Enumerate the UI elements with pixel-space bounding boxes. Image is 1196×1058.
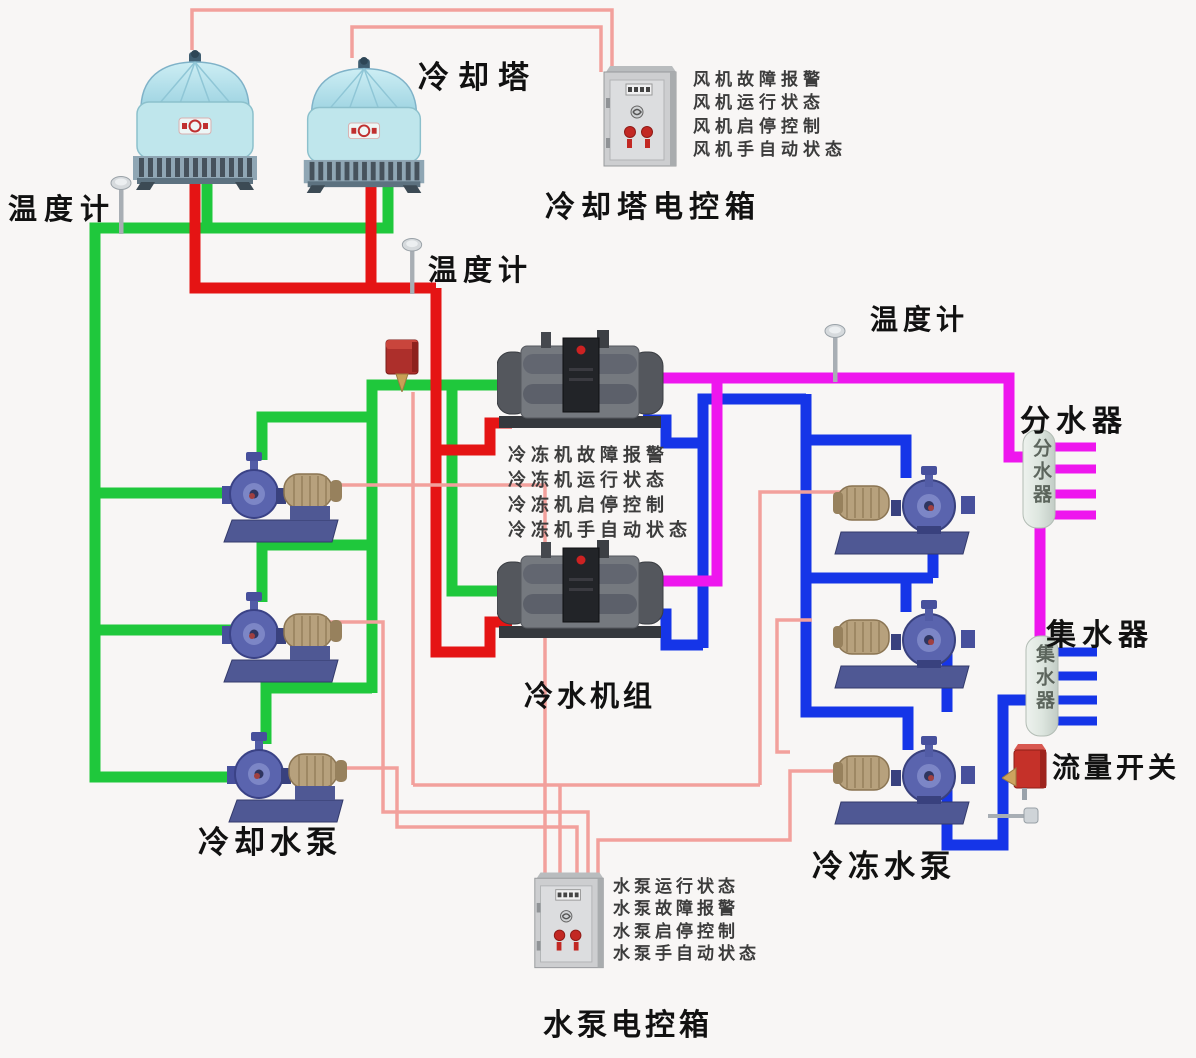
cooling-pump-label: 冷却水泵 — [198, 825, 342, 860]
chiller-signal-list: 冷冻机故障报警 冷冻机运行状态 冷冻机启停控制 冷冻机手自动状态 — [508, 443, 692, 543]
chiller-1 — [497, 330, 664, 429]
chilled-water-pump-2 — [833, 600, 975, 689]
cooling-tower-2 — [302, 55, 426, 194]
distributor-vessel-text: 分水器 — [1030, 438, 1051, 507]
cooling-water-pump-1 — [222, 452, 343, 543]
chilled-pump-label: 冷冻水泵 — [812, 849, 956, 884]
chiller-line: 冷冻机启停控制 — [508, 495, 669, 515]
tower-control-box-label: 冷却塔电控箱 — [545, 191, 761, 224]
thermometer-label-right: 温度计 — [870, 304, 970, 335]
thermometer-label-mid: 温度计 — [428, 255, 534, 287]
pump-box-line: 水泵手自动状态 — [613, 943, 760, 963]
cooling-water-pump-2 — [222, 592, 343, 683]
cooling-tower-control-box — [603, 66, 677, 167]
control-wires-pink — [190, 8, 848, 874]
cooling-tower-1 — [132, 49, 258, 190]
collector-outlet-stubs — [1055, 647, 1097, 726]
pump-control-box — [534, 871, 605, 969]
thermometer-label-left: 温度计 — [8, 194, 117, 226]
water-collector-vessel — [1025, 635, 1059, 737]
cooling-tower-label: 冷却塔 — [418, 60, 538, 95]
pipe-sensor-icon — [988, 807, 1039, 824]
cooling-water-pump-3 — [227, 732, 348, 823]
chilled-water-pump-1 — [833, 466, 975, 555]
tower-box-signal-list: 风机故障报警 风机运行状态 风机启停控制 风机手自动状态 — [693, 68, 847, 161]
pump-box-signal-list: 水泵运行状态 水泵故障报警 水泵启停控制 水泵手自动状态 — [613, 876, 760, 965]
flow-switch-label: 流量开关 — [1052, 752, 1181, 783]
chiller-unit-label: 冷水机组 — [524, 681, 657, 713]
tower-box-line: 风机故障报警 — [693, 70, 825, 89]
collector-label: 集水器 — [1046, 619, 1154, 652]
tower-box-line: 风机运行状态 — [693, 93, 825, 113]
chiller-line: 冷冻机手自动状态 — [508, 520, 692, 540]
flow-switch-device — [1002, 744, 1047, 801]
chilled-water-pipes-blue — [643, 393, 1030, 851]
pump-box-line: 水泵故障报警 — [613, 899, 739, 919]
pump-control-box-label: 水泵电控箱 — [543, 1009, 713, 1042]
cooling-supply-pipes-green — [89, 182, 508, 783]
tower-box-line: 风机启停控制 — [693, 116, 825, 136]
cooling-return-pipes-red — [189, 168, 512, 658]
pump-box-line: 水泵运行状态 — [613, 877, 739, 896]
pump-box-line: 水泵启停控制 — [613, 921, 739, 941]
water-distributor-vessel — [1022, 429, 1056, 529]
chiller-2 — [497, 540, 664, 639]
chiller-line: 冷冻机故障报警 — [508, 445, 669, 465]
collector-vessel-text: 集水器 — [1033, 644, 1054, 713]
distributor-label: 分水器 — [1020, 405, 1128, 438]
distributor-outlet-stubs — [1052, 442, 1096, 520]
chiller-line: 冷冻机运行状态 — [508, 470, 669, 490]
tower-box-line: 风机手自动状态 — [693, 139, 847, 159]
